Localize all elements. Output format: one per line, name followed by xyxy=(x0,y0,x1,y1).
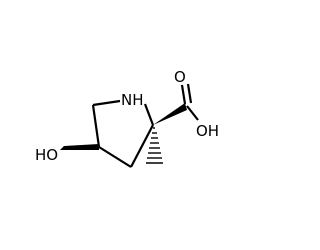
atom-label-nh: NH xyxy=(121,91,144,109)
bond-c3-c2 xyxy=(130,124,154,168)
atom-label-acid-oh: OH xyxy=(196,122,219,140)
wedge-bond-c4-oh xyxy=(60,144,99,150)
atom-label-carbonyl-o: O xyxy=(174,68,186,86)
structure-diagram: NH HO O OH xyxy=(35,68,219,168)
atom-label-ho: HO xyxy=(35,146,58,164)
bond-cooh-oh xyxy=(186,105,199,121)
bond-ch2-c4 xyxy=(91,104,101,148)
hashed-bond-c2-methyl xyxy=(146,127,163,164)
double-bond-carbonyl-a xyxy=(180,84,187,105)
bond-c4-c3 xyxy=(98,146,132,168)
molecule-canvas: NH HO O OH xyxy=(35,68,219,168)
double-bond-carbonyl-b xyxy=(186,83,193,104)
wedge-bond-c2-cooh xyxy=(153,103,187,125)
bond-n-c2 xyxy=(143,103,155,126)
bond-ch2-n xyxy=(92,99,121,107)
